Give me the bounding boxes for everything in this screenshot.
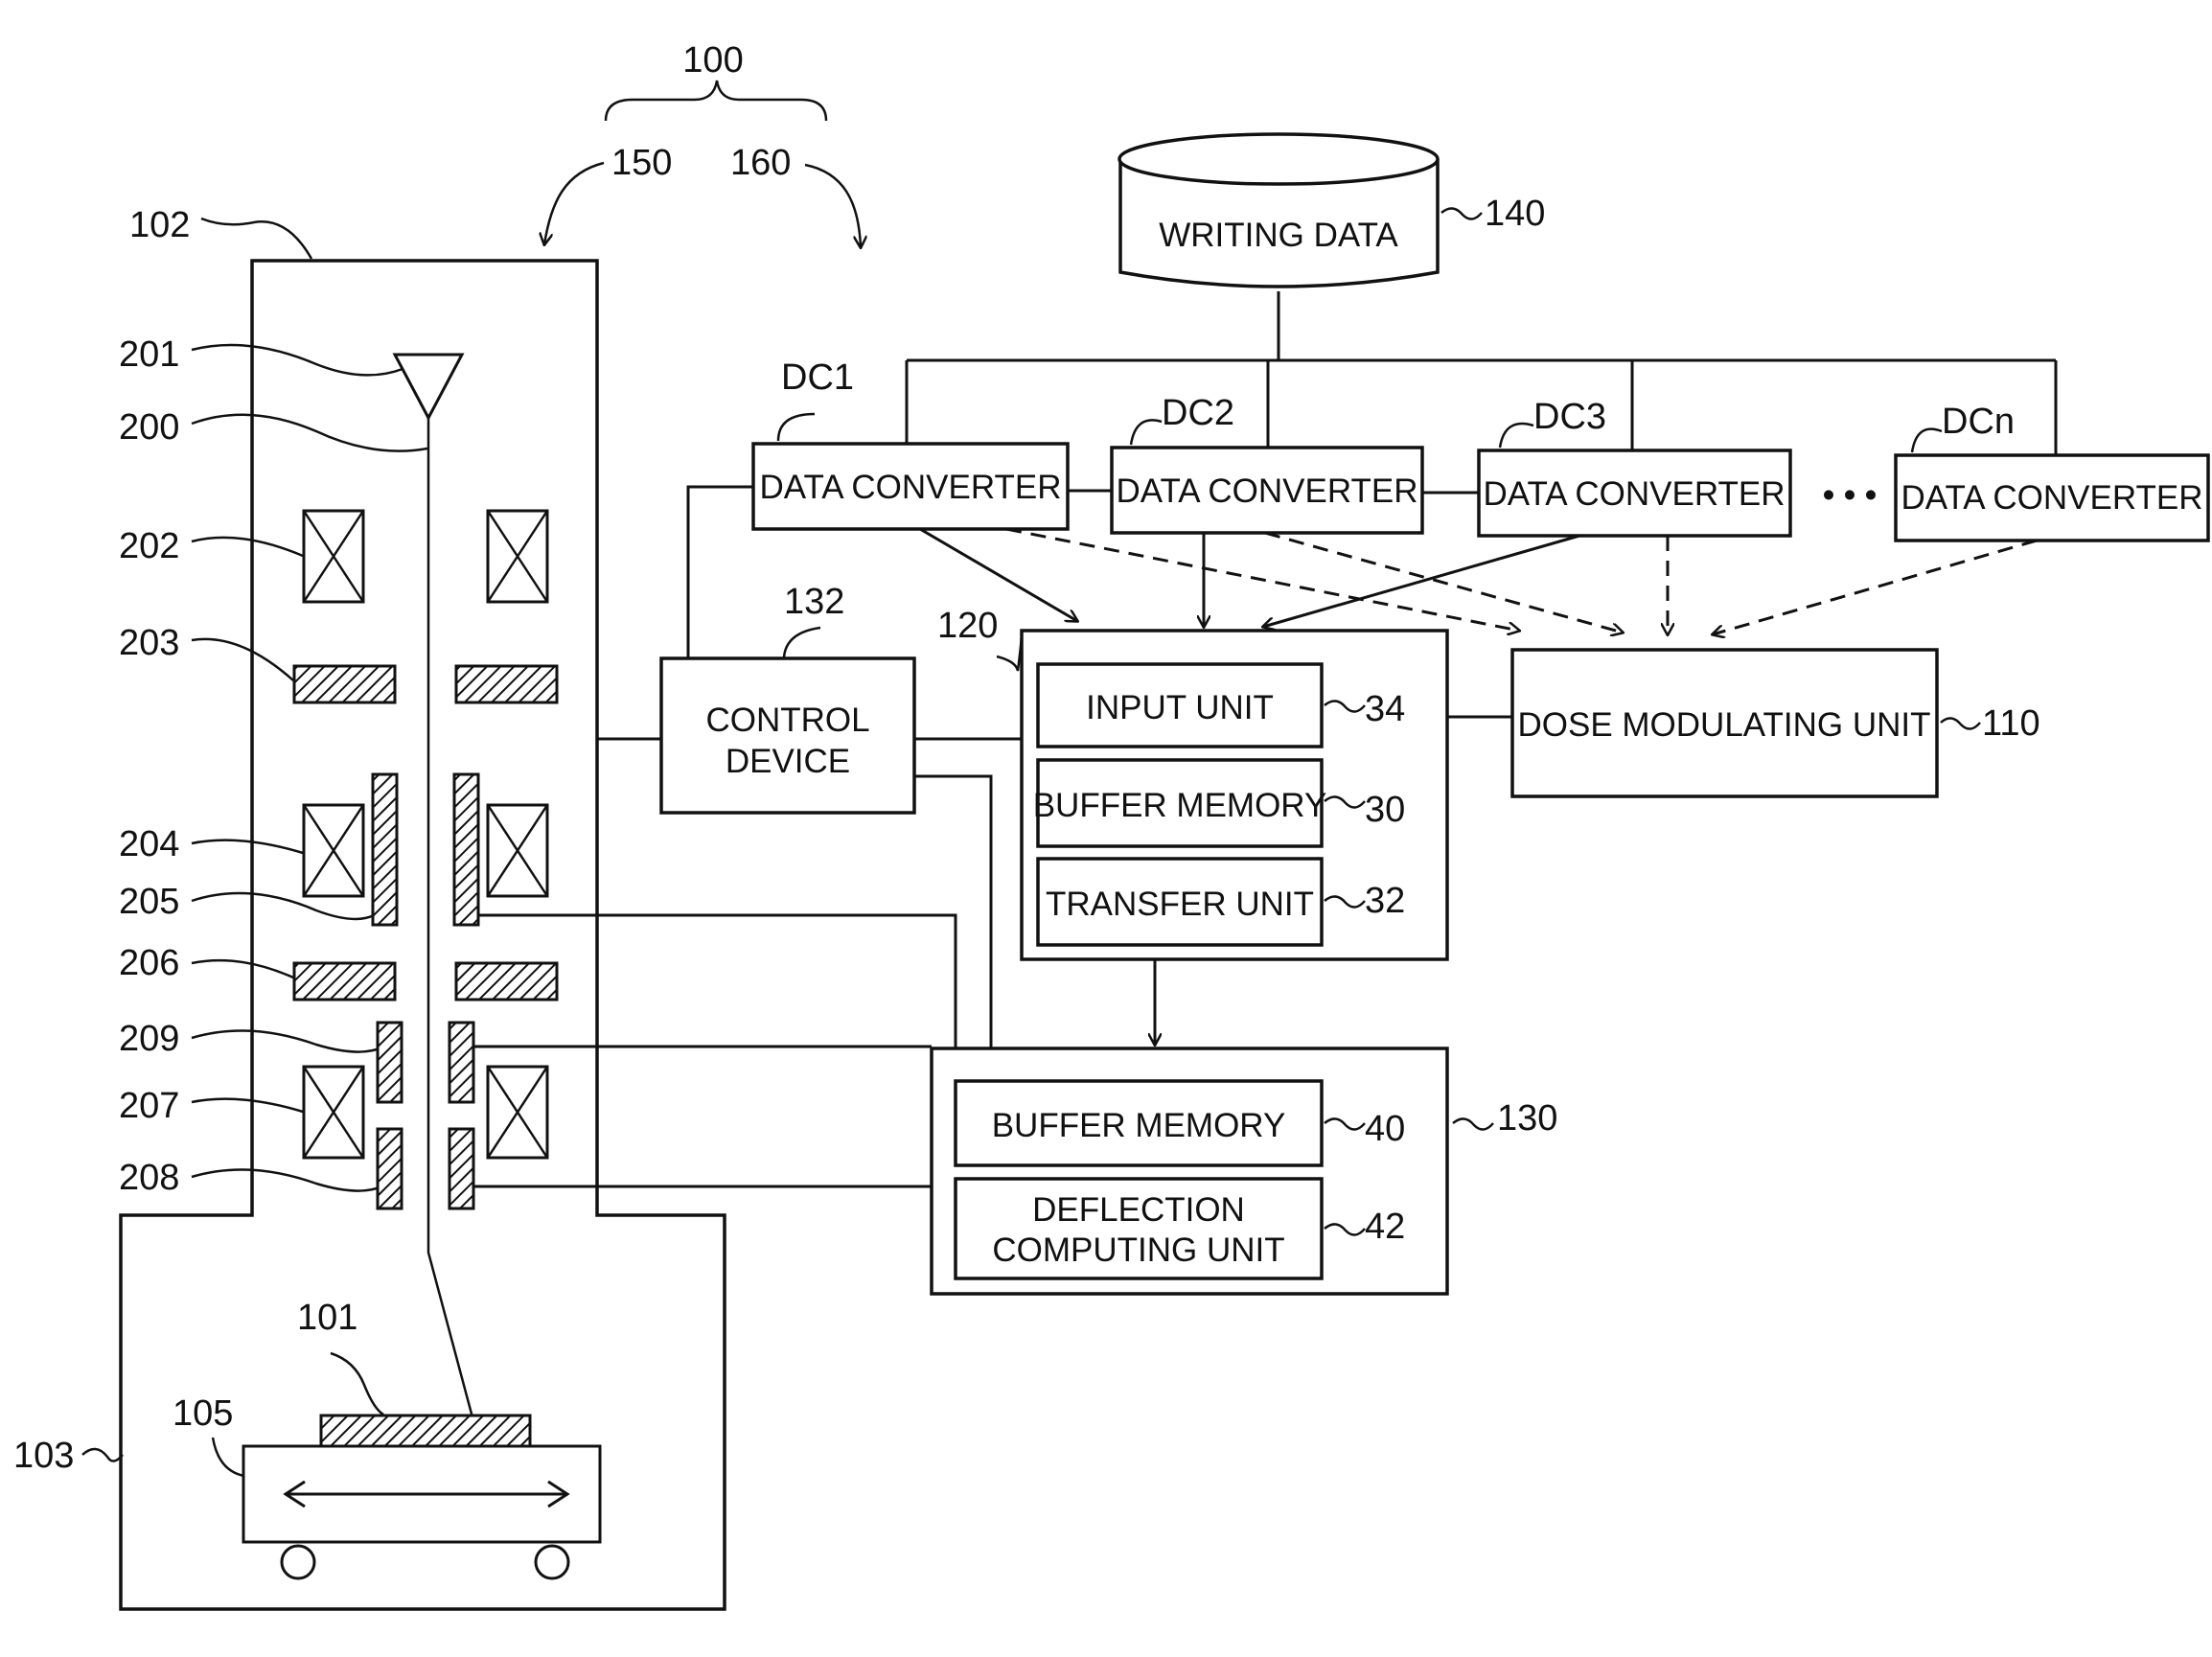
- ref-202: 202: [119, 526, 179, 566]
- ref-200: 200: [119, 407, 179, 448]
- data-converter-n: DATA CONVERTER: [1896, 455, 2208, 541]
- stage-wheel-left: [282, 1546, 314, 1578]
- data-converter-3-label: DATA CONVERTER: [1483, 475, 1785, 513]
- ref-102: 102: [129, 205, 190, 245]
- ref-207: 207: [119, 1086, 179, 1126]
- control-to-deflection-link: [914, 776, 991, 1048]
- ref-204: 204: [119, 824, 179, 864]
- ref-dcn: DCn: [1942, 402, 2015, 442]
- ref-110: 110: [1982, 703, 2040, 744]
- control-device-label-2: DEVICE: [726, 743, 850, 780]
- ref-208: 208: [119, 1158, 179, 1198]
- aperture-206: [294, 963, 557, 1000]
- ref-132: 132: [784, 582, 844, 622]
- ref-130: 130: [1497, 1098, 1557, 1139]
- data-converter-1-label: DATA CONVERTER: [759, 469, 1061, 506]
- ref-103: 103: [13, 1436, 74, 1476]
- deflection-computing-label-2: COMPUTING UNIT: [992, 1231, 1284, 1269]
- aperture-203: [294, 666, 557, 702]
- stage-movement-arrow: [286, 1482, 567, 1507]
- converter-ellipsis: • • •: [1823, 476, 1877, 514]
- data-converter-1: DATA CONVERTER: [753, 444, 1068, 529]
- dc1-to-control-link: [688, 487, 753, 658]
- ref-101: 101: [297, 1298, 357, 1338]
- system-brace: 100: [606, 40, 826, 121]
- dose-modulating-unit: DOSE MODULATING UNIT: [1512, 650, 1937, 796]
- lens-207: [304, 1067, 547, 1158]
- ref-dc3: DC3: [1533, 397, 1606, 437]
- converter-to-dose-arrows: [1006, 529, 2037, 634]
- deflector-205: [373, 774, 478, 925]
- ref-40: 40: [1365, 1109, 1405, 1149]
- ref-203: 203: [119, 623, 179, 663]
- ref-105: 105: [173, 1393, 233, 1434]
- data-converter-2-label: DATA CONVERTER: [1116, 472, 1417, 510]
- ref-34: 34: [1365, 689, 1405, 729]
- electron-gun: [395, 355, 462, 418]
- buffer-memory-2-label: BUFFER MEMORY: [992, 1107, 1286, 1144]
- control-device-label-1: CONTROL: [705, 702, 869, 739]
- data-converter-2: DATA CONVERTER: [1112, 448, 1422, 533]
- lens-202: [304, 511, 547, 602]
- ref-32: 32: [1365, 881, 1405, 921]
- ref-209: 209: [119, 1019, 179, 1059]
- lens-204: [304, 805, 547, 896]
- stage-wheel-right: [536, 1546, 568, 1578]
- ref-140: 140: [1485, 194, 1545, 234]
- ref-206: 206: [119, 943, 179, 983]
- ref-150: 150: [611, 143, 672, 183]
- input-unit-label: INPUT UNIT: [1086, 689, 1274, 726]
- ref-dc2: DC2: [1162, 393, 1234, 433]
- transfer-unit-label: TRANSFER UNIT: [1046, 886, 1314, 923]
- deflection-computing-label-1: DEFLECTION: [1032, 1191, 1245, 1229]
- dose-modulating-label: DOSE MODULATING UNIT: [1517, 706, 1930, 744]
- writing-unit-callout: 150: [544, 143, 672, 244]
- data-converter-3: DATA CONVERTER: [1479, 450, 1790, 536]
- buffer-memory-1-label: BUFFER MEMORY: [1033, 787, 1327, 824]
- control-device: CONTROL DEVICE: [661, 658, 914, 813]
- ref-201: 201: [119, 334, 179, 375]
- writing-data-bus: [907, 291, 2056, 455]
- data-converter-n-label: DATA CONVERTER: [1901, 479, 2202, 517]
- ref-160: 160: [730, 143, 791, 183]
- writing-data-storage: WRITING DATA: [1119, 134, 1438, 287]
- ref-42: 42: [1365, 1207, 1405, 1247]
- converter-to-processing-arrows: [920, 529, 1579, 627]
- ref-30: 30: [1365, 790, 1405, 830]
- writing-data-label: WRITING DATA: [1159, 217, 1398, 254]
- deflector-209: [378, 1023, 473, 1102]
- ref-100: 100: [682, 40, 743, 81]
- deflector-208: [378, 1129, 473, 1208]
- ref-120: 120: [937, 606, 998, 646]
- control-unit-callout: 160: [730, 143, 861, 247]
- ref-205: 205: [119, 882, 179, 922]
- ref-dc1: DC1: [781, 357, 854, 398]
- target-101: [321, 1415, 530, 1446]
- deflection-control-unit: BUFFER MEMORY DEFLECTION COMPUTING UNIT: [932, 1048, 1447, 1294]
